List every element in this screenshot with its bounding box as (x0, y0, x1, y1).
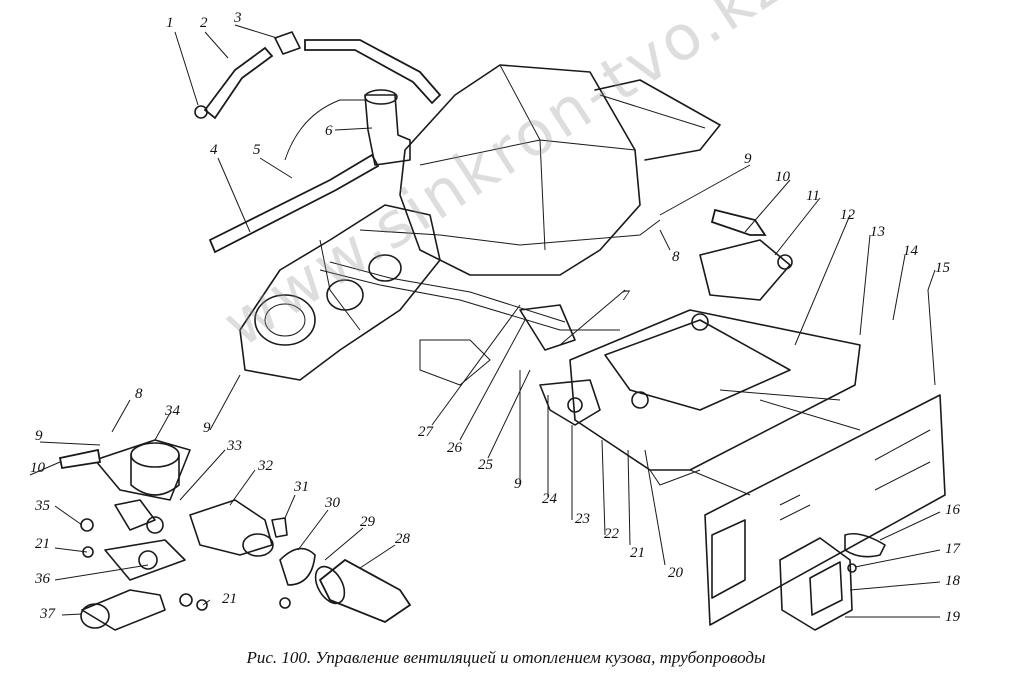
callout-2: 2 (200, 15, 208, 31)
control-panel (704, 394, 946, 626)
callout-16: 16 (945, 502, 961, 518)
callout-26: 26 (447, 440, 463, 456)
callout-34: 34 (164, 403, 181, 419)
callout-25: 25 (478, 457, 494, 473)
callout-8-top: 8 (672, 249, 680, 265)
cable-tube-2 (329, 261, 566, 323)
cable-tube (319, 269, 620, 331)
callout-10-top: 10 (775, 169, 791, 185)
leader-lines (29, 24, 941, 618)
callout-9-mid: 9 (514, 476, 522, 492)
callout-11: 11 (806, 188, 820, 204)
callout-7: 7 (622, 288, 631, 304)
control-bracket (519, 208, 861, 496)
callout-35: 35 (34, 498, 51, 514)
callout-33: 33 (226, 438, 242, 454)
callout-3: 3 (233, 10, 242, 26)
callout-15: 15 (935, 260, 951, 276)
cable-tube-3 (359, 219, 661, 246)
callout-14: 14 (903, 243, 919, 259)
callout-labels: 1 2 3 4 5 6 7 8 9 10 11 12 13 14 15 16 1… (30, 10, 962, 625)
callout-13: 13 (870, 224, 885, 240)
switch-18 (779, 532, 886, 631)
callout-9-left: 9 (35, 428, 43, 444)
water-valve-6 (284, 89, 411, 166)
callout-29: 29 (360, 514, 376, 530)
callout-32: 32 (257, 458, 274, 474)
callout-37: 37 (39, 606, 57, 622)
callout-28: 28 (395, 531, 411, 547)
hose-2 (194, 46, 274, 120)
blower-assembly (239, 204, 491, 386)
callout-23: 23 (575, 511, 590, 527)
callout-31: 31 (293, 479, 309, 495)
callout-21-bottom: 21 (222, 591, 237, 607)
clamp-30 (271, 517, 316, 609)
heater-housing (399, 64, 721, 276)
callout-10-left: 10 (30, 460, 46, 476)
callout-20: 20 (668, 565, 684, 581)
callout-12: 12 (840, 207, 856, 223)
callout-5: 5 (253, 142, 261, 158)
callout-1: 1 (166, 15, 174, 31)
callout-21-mid: 21 (630, 545, 645, 561)
callout-21-left: 21 (35, 536, 50, 552)
callout-24: 24 (542, 491, 558, 507)
callout-19: 19 (945, 609, 961, 625)
callout-17: 17 (945, 541, 962, 557)
callout-6: 6 (325, 123, 333, 139)
callout-36: 36 (34, 571, 51, 587)
hose-top (274, 31, 442, 105)
valve-assembly (58, 439, 274, 631)
callout-18: 18 (945, 573, 961, 589)
figure-caption: Рис. 100. Управление вентиляцией и отопл… (246, 648, 766, 667)
callout-22: 22 (604, 526, 620, 542)
callout-27: 27 (418, 424, 435, 440)
callout-30: 30 (324, 495, 341, 511)
hose-4 (208, 153, 380, 254)
callout-4: 4 (210, 142, 218, 158)
callout-9-top: 9 (744, 151, 752, 167)
callout-8-left: 8 (135, 386, 143, 402)
hose-28 (314, 558, 412, 624)
callout-9-left-2: 9 (203, 420, 211, 436)
